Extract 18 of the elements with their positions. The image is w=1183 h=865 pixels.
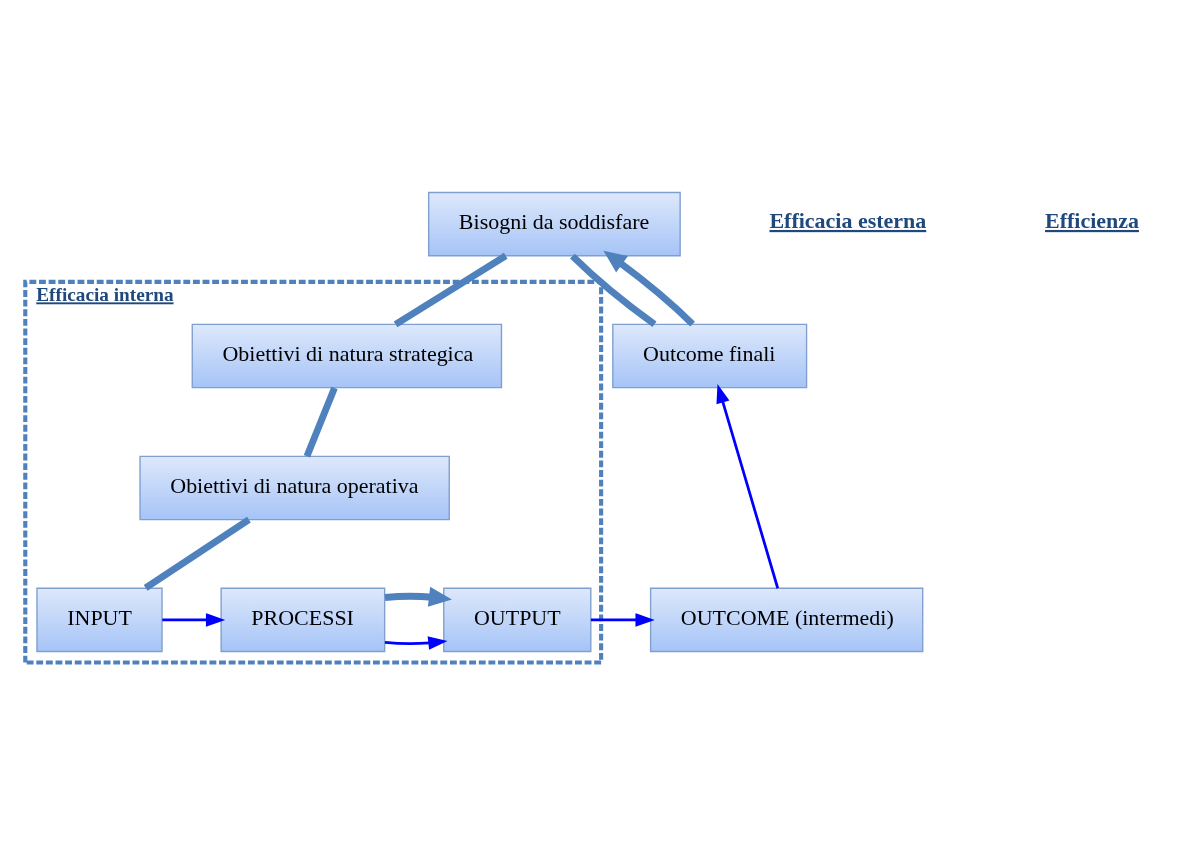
node-box: Obiettivi di natura operativa: [139, 455, 450, 520]
connector: [303, 386, 338, 457]
arrow: [603, 250, 695, 327]
node-box: OUTPUT: [443, 587, 592, 652]
arrow: [590, 612, 655, 627]
node-box: OUTCOME (intermedi): [649, 587, 924, 652]
connector: [143, 516, 251, 591]
node-box: INPUT: [36, 587, 163, 652]
node-box: Bisogni da soddisfare: [427, 191, 681, 256]
node-box: PROCESSI: [220, 587, 386, 652]
label: Efficacia esterna: [769, 207, 927, 233]
arrow: [384, 586, 452, 607]
arrow: [162, 612, 226, 627]
arrow: [716, 383, 780, 589]
arrow: [384, 635, 448, 650]
node-box: Outcome finali: [612, 323, 808, 388]
label: Efficienza: [1045, 207, 1139, 233]
node-box: Obiettivi di natura strategica: [191, 323, 503, 388]
